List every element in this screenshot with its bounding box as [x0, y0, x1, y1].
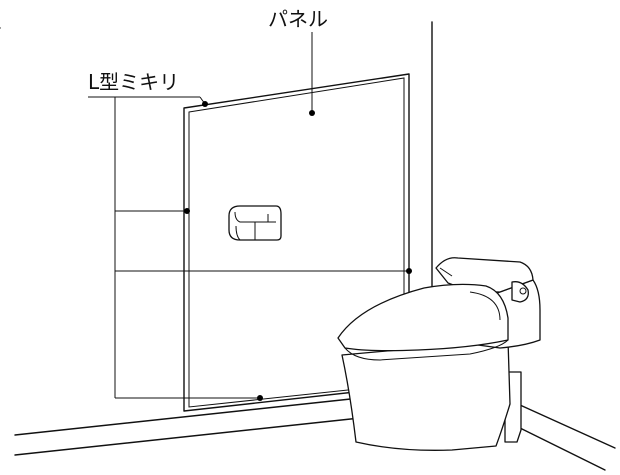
leader-lines: [88, 32, 409, 399]
toilet-icon: [337, 257, 541, 451]
leader-dots: [184, 101, 412, 401]
label-l-mikiri: L型ミキリ: [88, 70, 180, 94]
label-panel: パネル: [268, 7, 328, 31]
toilet-paper-holder-icon: [228, 205, 282, 241]
